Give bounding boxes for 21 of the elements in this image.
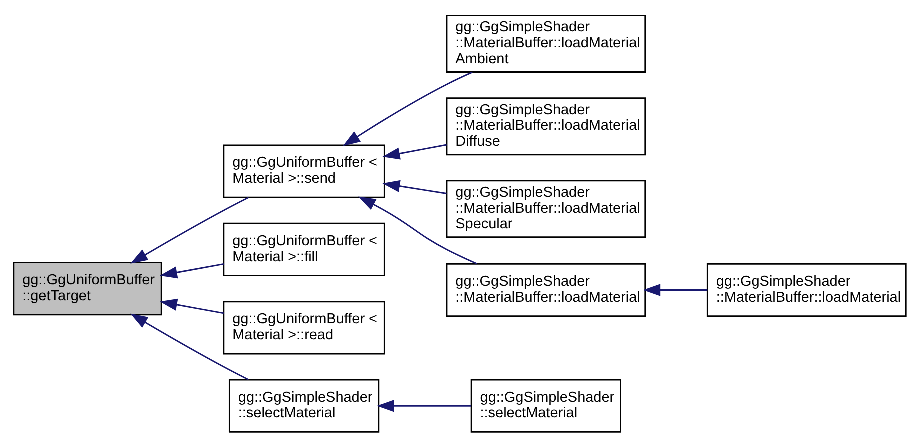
arrow xyxy=(382,180,447,194)
node-box: gg::GgSimpleShader ::selectMaterial xyxy=(470,379,622,433)
arrow xyxy=(130,197,249,264)
arrow xyxy=(358,196,478,265)
node-box: gg::GgUniformBuffer < Material >::fill xyxy=(223,222,386,276)
node-box: gg::GgUniformBuffer ::getTarget xyxy=(13,262,162,316)
node-box: gg::GgSimpleShader ::MaterialBuffer::loadMaterial Ambient xyxy=(446,15,646,73)
arrow xyxy=(160,298,224,314)
arrow xyxy=(376,400,472,412)
arrow xyxy=(643,284,708,296)
node-box: gg::GgSimpleShader ::selectMaterial xyxy=(228,379,380,433)
node-box: gg::GgUniformBuffer < Material >::read xyxy=(223,301,386,355)
arrow xyxy=(130,314,249,381)
node-box: gg::GgSimpleShader ::MaterialBuffer::loadMaterial xyxy=(446,263,646,318)
node-box: gg::GgUniformBuffer < Material >::send xyxy=(223,144,386,198)
node-box: gg::GgSimpleShader ::MaterialBuffer::loadMaterial Diffuse xyxy=(446,98,646,156)
node-box: gg::GgSimpleShader ::MaterialBuffer::loadMaterial Specular xyxy=(446,180,646,238)
arrow xyxy=(343,72,473,146)
arrow xyxy=(160,263,224,279)
node-box: gg::GgSimpleShader ::MaterialBuffer::loadMaterial xyxy=(706,263,907,318)
arrow xyxy=(382,144,447,160)
